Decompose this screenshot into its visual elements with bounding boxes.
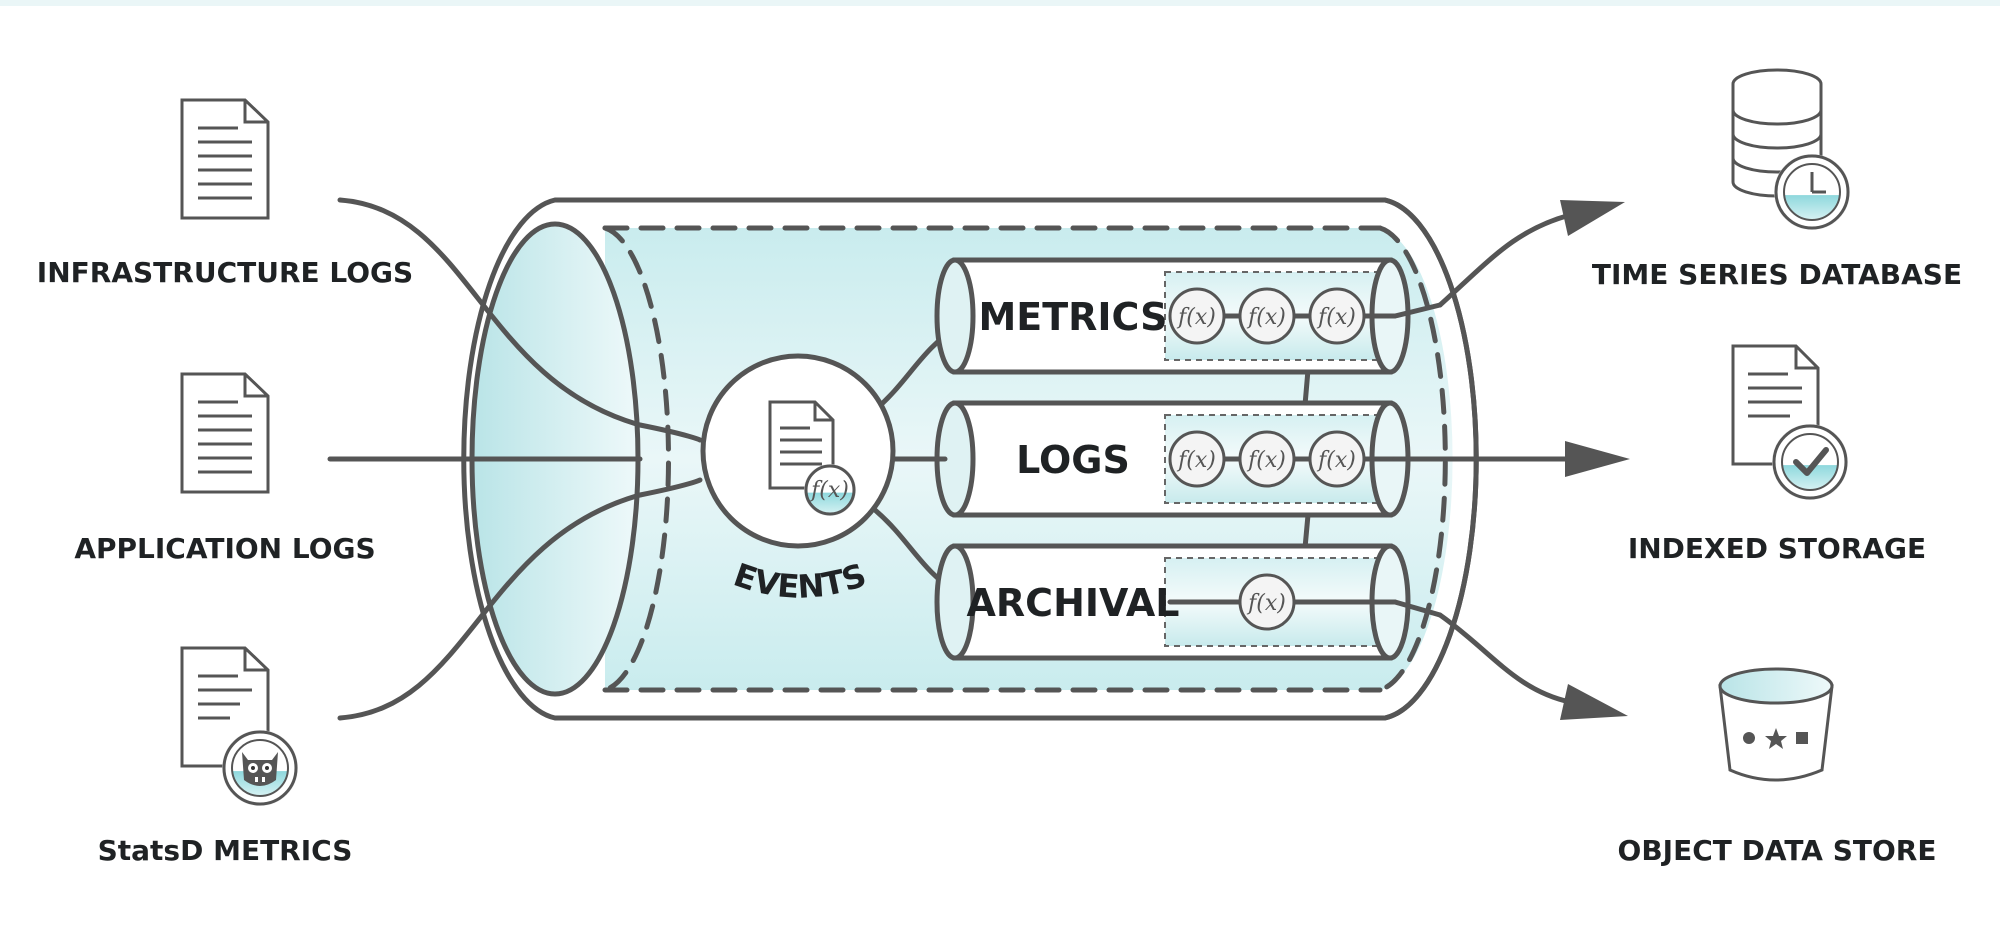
- document-icon: [180, 372, 270, 494]
- svg-text:f(x): f(x): [1246, 591, 1286, 616]
- function-node: f(x): [1168, 287, 1226, 345]
- channel-label: METRICS: [978, 295, 1167, 339]
- document-statsd-icon: [180, 646, 298, 806]
- function-node: f(x): [1238, 573, 1296, 631]
- svg-text:f(x): f(x): [1246, 305, 1286, 330]
- input-flows: [327, 197, 703, 721]
- svg-text:f(x): f(x): [1316, 305, 1356, 330]
- channel-metrics: METRICS f(x) f(x) f(x): [934, 257, 1443, 375]
- source-application-logs: APPLICATION LOGS: [74, 372, 376, 565]
- arrow-head-icon: [1560, 684, 1628, 720]
- bucket-icon: [1718, 667, 1834, 782]
- document-icon: [180, 98, 270, 220]
- function-node: f(x): [1168, 430, 1226, 488]
- document-function-icon: f(x): [768, 400, 856, 516]
- destination-indexed-storage: INDEXED STORAGE: [1628, 344, 1926, 565]
- events-hub: f(x) EVENTS: [700, 322, 963, 606]
- function-label: f(x): [809, 478, 849, 503]
- destination-label: INDEXED STORAGE: [1628, 532, 1926, 565]
- document-check-icon: [1731, 344, 1848, 500]
- channel-label: ARCHIVAL: [967, 581, 1180, 625]
- source-label: StatsD METRICS: [98, 834, 353, 867]
- owl-mascot-icon: [242, 752, 278, 786]
- source-label: INFRASTRUCTURE LOGS: [37, 256, 413, 289]
- source-infrastructure-logs: INFRASTRUCTURE LOGS: [37, 98, 413, 289]
- function-node: f(x): [1238, 287, 1296, 345]
- top-border-strip: [0, 0, 2000, 6]
- svg-text:f(x): f(x): [1176, 448, 1216, 473]
- function-node: f(x): [1238, 430, 1296, 488]
- destination-time-series-database: TIME SERIES DATABASE: [1592, 68, 1962, 291]
- function-node: f(x): [1308, 430, 1366, 488]
- arrow-head-icon: [1565, 441, 1630, 477]
- source-statsd-metrics: StatsD METRICS: [98, 646, 353, 867]
- channel-logs: LOGS f(x) f(x) f(x): [897, 400, 1411, 518]
- destination-object-data-store: OBJECT DATA STORE: [1618, 667, 1937, 867]
- arrow-head-icon: [1560, 200, 1625, 236]
- function-node: f(x): [1308, 287, 1366, 345]
- channel-label: LOGS: [1016, 438, 1130, 482]
- svg-text:f(x): f(x): [1316, 448, 1356, 473]
- channel-archival: ARCHIVAL f(x): [934, 543, 1443, 661]
- source-label: APPLICATION LOGS: [74, 532, 375, 565]
- database-clock-icon: [1731, 68, 1850, 230]
- destination-label: TIME SERIES DATABASE: [1592, 258, 1962, 291]
- output-flows: [1392, 200, 1630, 720]
- svg-text:f(x): f(x): [1246, 448, 1286, 473]
- destination-label: OBJECT DATA STORE: [1618, 834, 1937, 867]
- svg-text:f(x): f(x): [1176, 305, 1216, 330]
